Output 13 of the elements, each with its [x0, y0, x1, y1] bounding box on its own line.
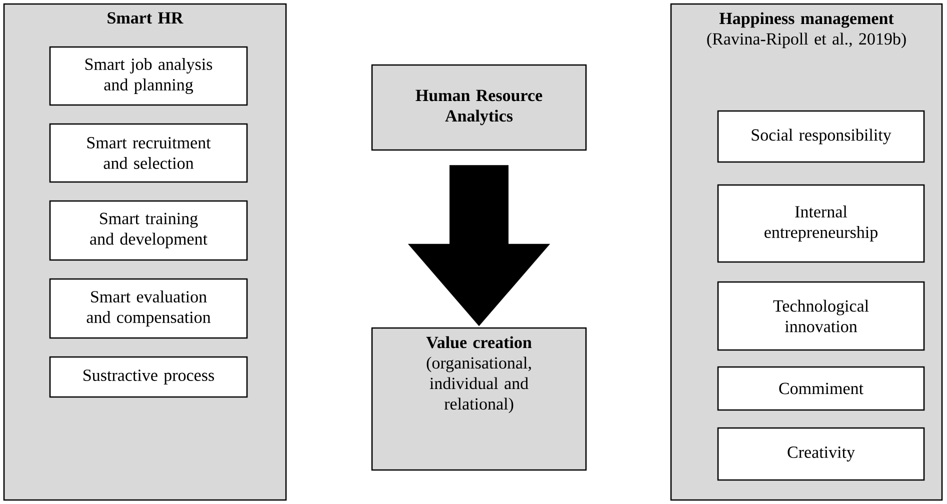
process-box: Creativity [717, 427, 925, 481]
process-box: Smart training and development [49, 200, 248, 261]
process-box: Value creation (organisational, individual and relational) [371, 327, 587, 471]
block-arrow [408, 165, 550, 326]
process-box: Sustractive process [49, 356, 248, 398]
process-box: Technological innovation [717, 281, 925, 351]
process-box: Smart job analysis and planning [49, 46, 248, 106]
process-box: Internal entrepreneurship [717, 184, 925, 263]
process-box: Smart evaluation and compensation [49, 278, 248, 339]
process-box: Social responsibility [717, 110, 925, 163]
process-box: Human Resource Analytics [371, 64, 587, 151]
process-box: Commiment [717, 366, 925, 411]
process-box: Smart recruitment and selection [49, 123, 248, 183]
